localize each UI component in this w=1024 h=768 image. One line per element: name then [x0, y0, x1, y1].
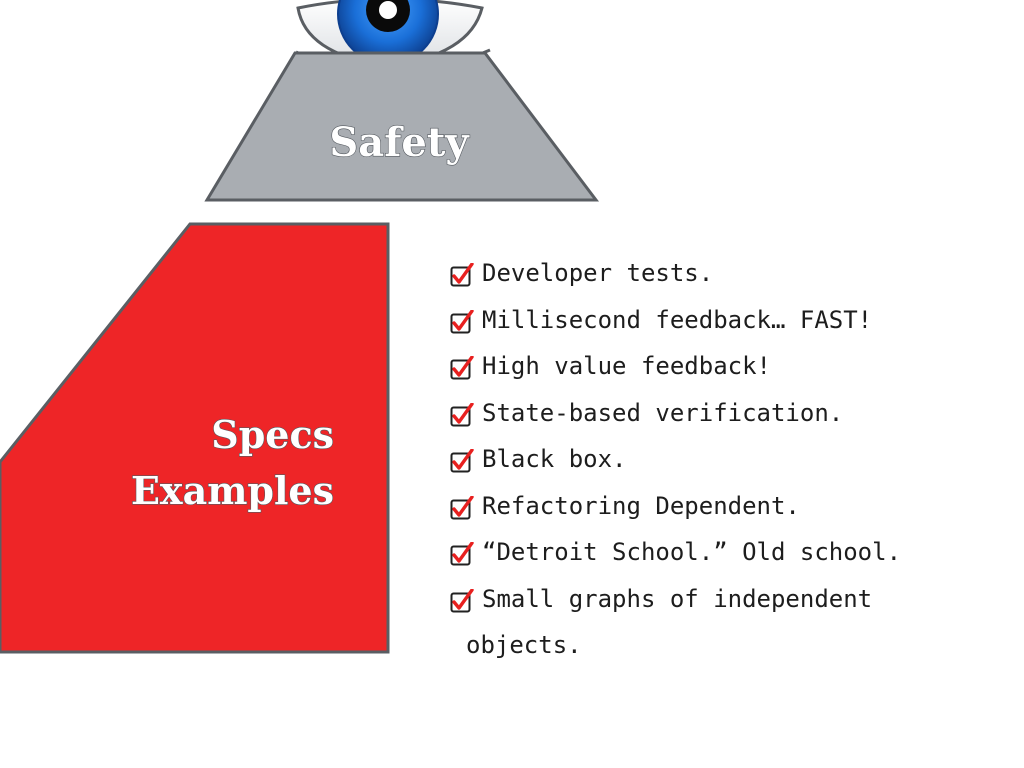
eye-highlight	[379, 1, 397, 19]
checklist-item: Small graphs of independent	[448, 576, 1008, 623]
checkbox-checked-icon	[450, 402, 474, 426]
checkbox-checked-icon	[450, 588, 474, 612]
checklist-item-text: State-based verification.	[482, 398, 844, 427]
checkbox-checked-icon	[450, 309, 474, 333]
checklist-item: High value feedback!	[448, 343, 1008, 390]
checklist-item: Developer tests.	[448, 250, 1008, 297]
specs-shape	[0, 222, 390, 654]
eye-icon	[295, 0, 491, 75]
checklist-item-text: Black box.	[482, 445, 627, 473]
specs-label: Specs	[211, 412, 334, 457]
checkbox-checked-icon	[450, 449, 474, 473]
checklist-item: Black box.	[448, 436, 1008, 483]
checklist-item-text: “Detroit School.” Old school.	[482, 538, 902, 566]
checklist-item-text: Small graphs of independent	[482, 584, 873, 613]
checklist-item-text: Refactoring Dependent.	[482, 491, 800, 520]
checklist: Developer tests. Millisecond feedback… F…	[448, 250, 1008, 669]
checklist-item-text: Developer tests.	[482, 259, 714, 287]
checklist-item-text: High value feedback!	[482, 352, 771, 380]
checklist-item: “Detroit School.” Old school.	[448, 529, 1008, 576]
examples-label: Examples	[131, 468, 334, 513]
safety-trapezoid	[204, 51, 600, 202]
checklist-item: Refactoring Dependent.	[448, 483, 1008, 530]
safety-label: Safety	[329, 119, 470, 166]
checklist-item: State-based verification.	[448, 390, 1008, 437]
checklist-item-text: objects.	[466, 631, 582, 659]
checkbox-checked-icon	[450, 263, 474, 287]
checkbox-checked-icon	[450, 356, 474, 380]
checkbox-checked-icon	[450, 495, 474, 519]
checklist-item: Millisecond feedback… FAST!	[448, 297, 1008, 344]
checklist-item-text: Millisecond feedback… FAST!	[482, 305, 873, 334]
checkbox-checked-icon	[450, 542, 474, 566]
checklist-item-continuation: objects.	[448, 622, 1008, 669]
